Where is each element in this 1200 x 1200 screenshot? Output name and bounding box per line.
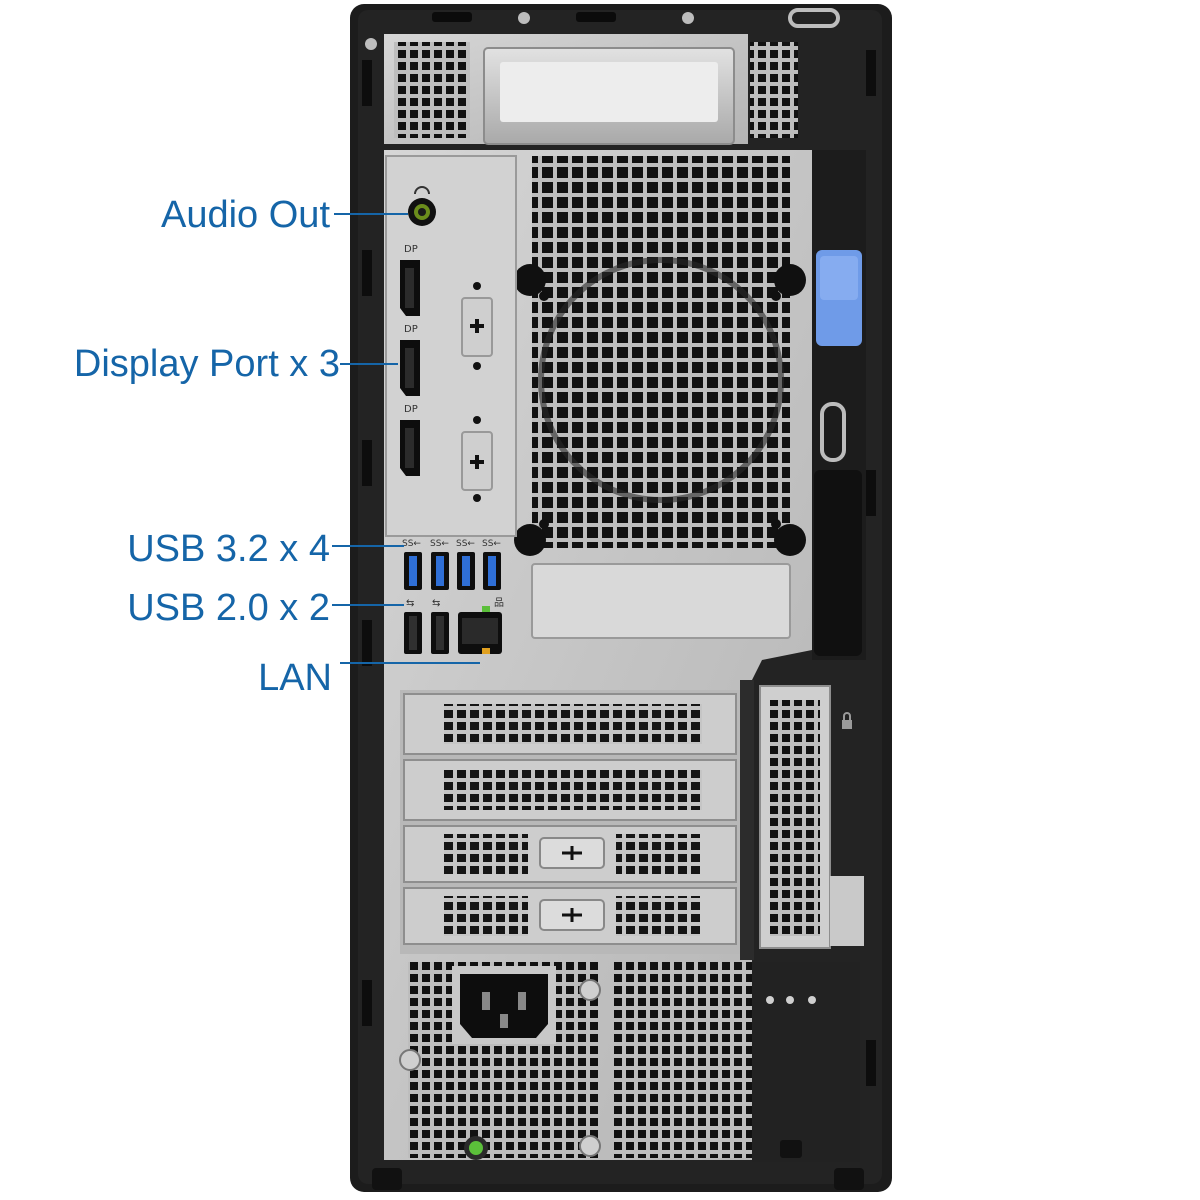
leader-usb32 (332, 545, 404, 547)
lower-right-panel (752, 962, 860, 1162)
top-plate (384, 34, 798, 145)
expansion-slots (400, 680, 754, 960)
callout-display-port: Display Port x 3 (73, 343, 340, 385)
lock-icon (842, 712, 852, 729)
headphone-icon (414, 186, 430, 195)
lan-port: 品 (458, 597, 504, 654)
leader-audio-out (334, 213, 408, 215)
option-knockouts (461, 282, 493, 502)
callout-usb20: USB 2.0 x 2 (127, 587, 330, 629)
audio-out-jack (408, 186, 436, 226)
callout-usb32: USB 3.2 x 4 (127, 528, 330, 570)
svg-text:SS←: SS← (402, 539, 421, 549)
usb32-ports: SS← SS← SS← SS← (402, 539, 501, 590)
usb20-ports: ⇆ ⇆ (404, 598, 449, 654)
network-icon: 品 (494, 597, 504, 609)
callout-lan: LAN (258, 657, 332, 699)
release-latch (812, 150, 866, 729)
svg-text:SS←: SS← (456, 539, 475, 549)
leader-lan (340, 662, 480, 664)
display-ports: DP DP DP (400, 244, 420, 476)
leader-usb20 (332, 604, 404, 606)
leader-display-port (340, 363, 398, 365)
power-inlet (460, 974, 548, 1038)
svg-text:DP: DP (404, 404, 418, 415)
riser-grill (759, 685, 864, 949)
svg-text:SS←: SS← (430, 539, 449, 549)
svg-text:⇆: ⇆ (432, 598, 440, 609)
displayport-icon: DP DP DP (404, 244, 418, 415)
usb-icon: ⇆ ⇆ (406, 598, 440, 609)
svg-text:SS←: SS← (482, 539, 501, 549)
usb-superspeed-icon: SS← SS← SS← SS← (402, 539, 501, 549)
svg-text:⇆: ⇆ (406, 598, 414, 609)
power-supply (399, 962, 752, 1160)
power-led (464, 1136, 488, 1160)
svg-text:DP: DP (404, 324, 418, 335)
svg-text:品: 品 (494, 597, 504, 609)
svg-text:DP: DP (404, 244, 418, 255)
callout-audio-out: Audio Out (161, 194, 330, 236)
